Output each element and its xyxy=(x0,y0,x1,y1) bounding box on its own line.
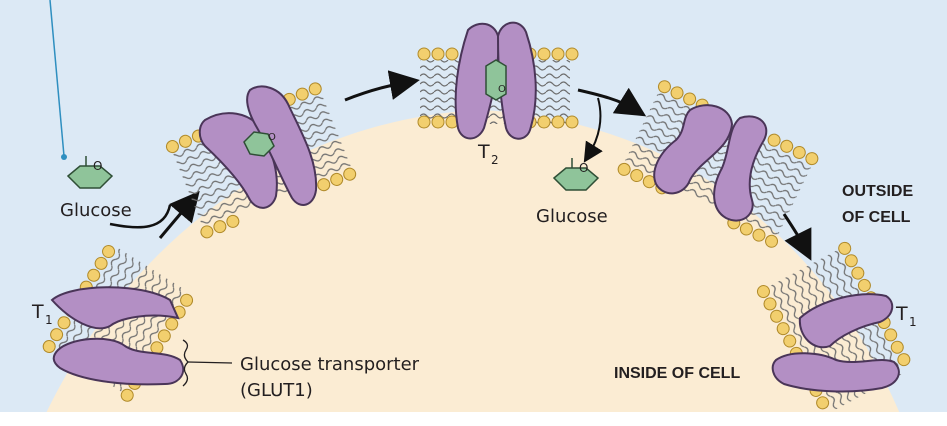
glut1-transporter-open-inside xyxy=(653,104,768,222)
glucose-ring-oxygen-2: O xyxy=(268,132,276,143)
transporter-label-line1: Glucose transporter xyxy=(240,354,420,375)
glut1-transporter-t1-left xyxy=(50,286,185,386)
arrow-step-4 xyxy=(782,213,812,261)
glucose-ring-oxygen-3: O xyxy=(498,84,506,95)
t1-right-subscript: 1 xyxy=(909,315,917,329)
arrow-step-1 xyxy=(158,190,200,239)
glut1-transporter-t2 xyxy=(454,21,537,140)
t1-right-label: T xyxy=(895,303,908,325)
leader-line xyxy=(49,0,65,157)
arrow-step-3 xyxy=(577,87,647,117)
outside-of-cell-label-line1: OUTSIDE xyxy=(842,183,913,200)
transporter-label-line2: (GLUT1) xyxy=(240,380,313,401)
inside-of-cell-label: INSIDE OF CELL xyxy=(614,365,740,382)
glucose-molecule-bound-2: O xyxy=(485,59,507,101)
glucose-ring-oxygen-4: O xyxy=(579,161,588,175)
glucose-molecule-inside: O xyxy=(552,158,600,191)
t1-left-subscript: 1 xyxy=(45,313,53,327)
leader-dot xyxy=(61,154,67,160)
glucose-molecule-bound-1: O xyxy=(243,131,276,157)
t1-left-label: T xyxy=(31,301,44,323)
glucose-molecule-outside: O xyxy=(66,156,114,189)
transporter-pointer xyxy=(187,361,233,364)
arrow-step-2 xyxy=(344,70,420,102)
t2-label: T xyxy=(477,141,490,163)
glut1-transporter-t1-right xyxy=(771,293,900,393)
glucose-ring-oxygen-1: O xyxy=(93,159,102,173)
glucose-outside-label: Glucose xyxy=(60,200,132,221)
bottom-margin xyxy=(0,412,947,426)
glucose-inside-label: Glucose xyxy=(536,206,608,227)
t2-subscript: 2 xyxy=(491,153,499,167)
arrow-release xyxy=(583,97,603,163)
outside-of-cell-label-line2: OF CELL xyxy=(842,209,911,226)
membrane-segment-4 xyxy=(617,80,819,248)
